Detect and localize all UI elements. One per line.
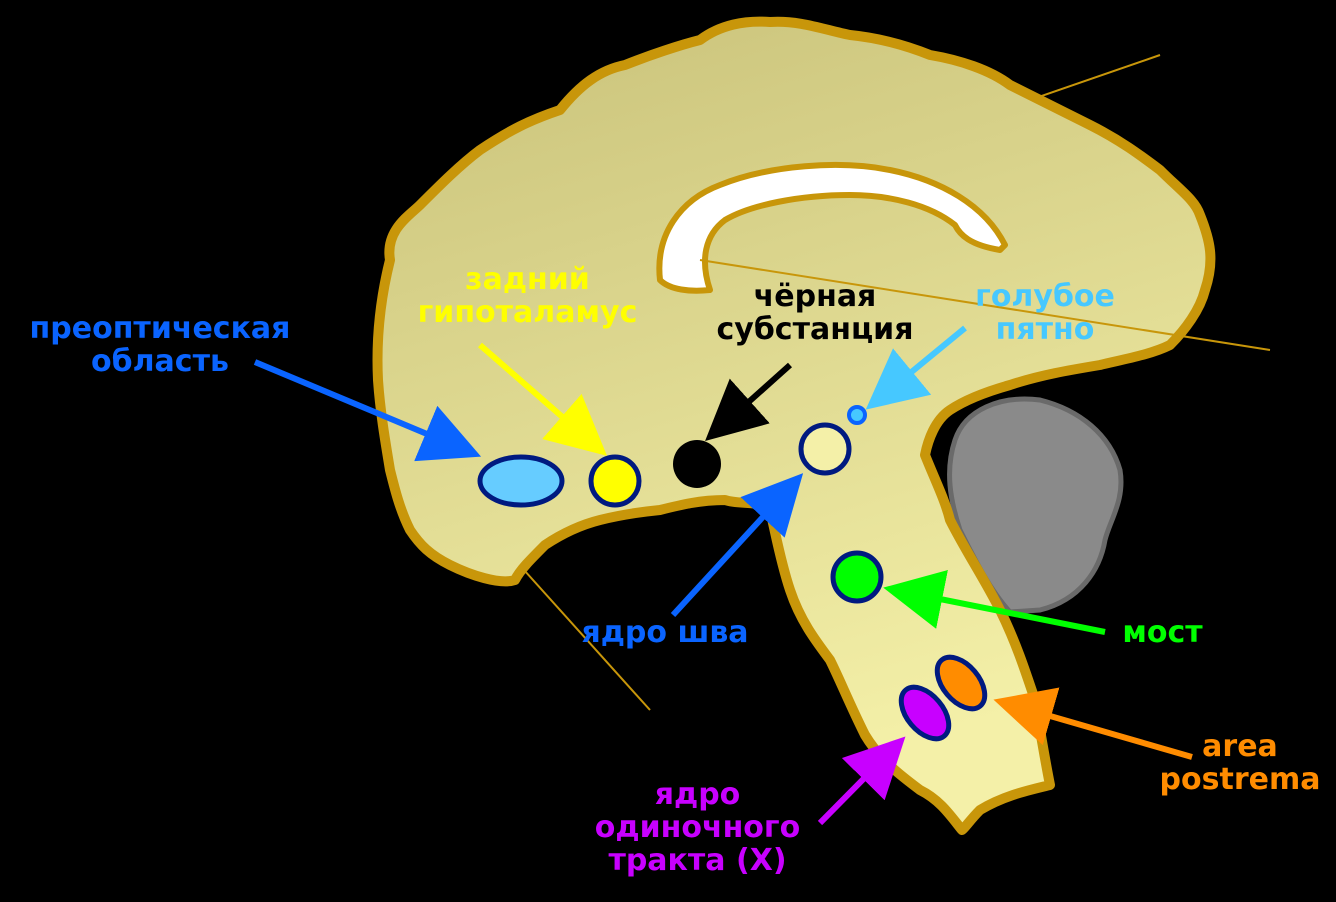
label-postrema-line1: area [1150,730,1330,763]
label-hypothalamus-line2: гипоталамус [395,296,660,329]
substantia-nigra-marker [673,440,721,488]
label-posterior-hypothalamus: задний гипоталамус [395,263,660,329]
label-postrema-line2: postrema [1150,763,1330,796]
locus-coeruleus-marker [849,407,865,423]
label-preoptic-line1: преоптическая [5,312,315,345]
label-solitary-tract-nucleus: ядро одиночного тракта (X) [575,778,820,877]
label-preoptic-line2: область [5,345,315,378]
solitary-tract-arrow [820,745,897,823]
label-solitary-line3: тракта (X) [575,844,820,877]
label-nigra-line2: субстанция [695,313,935,346]
label-solitary-line1: ядро [575,778,820,811]
label-substantia-nigra: чёрная субстанция [695,280,935,346]
pons-marker [833,553,881,601]
label-nigra-line1: чёрная [695,280,935,313]
label-raphe-line1: ядро шва [565,616,765,649]
label-preoptic-area: преоптическая область [5,312,315,378]
preoptic-area-marker [480,457,562,505]
label-coeruleus-line2: пятно [955,313,1135,346]
label-raphe-nucleus: ядро шва [565,616,765,649]
raphe-nucleus-marker [801,425,849,473]
label-coeruleus-line1: голубое [955,280,1135,313]
label-pons: мост [1105,616,1220,649]
label-hypothalamus-line1: задний [395,263,660,296]
posterior-hypothalamus-marker [591,457,639,505]
label-pons-line1: мост [1105,616,1220,649]
label-area-postrema: area postrema [1150,730,1330,796]
label-locus-coeruleus: голубое пятно [955,280,1135,346]
label-solitary-line2: одиночного [575,811,820,844]
